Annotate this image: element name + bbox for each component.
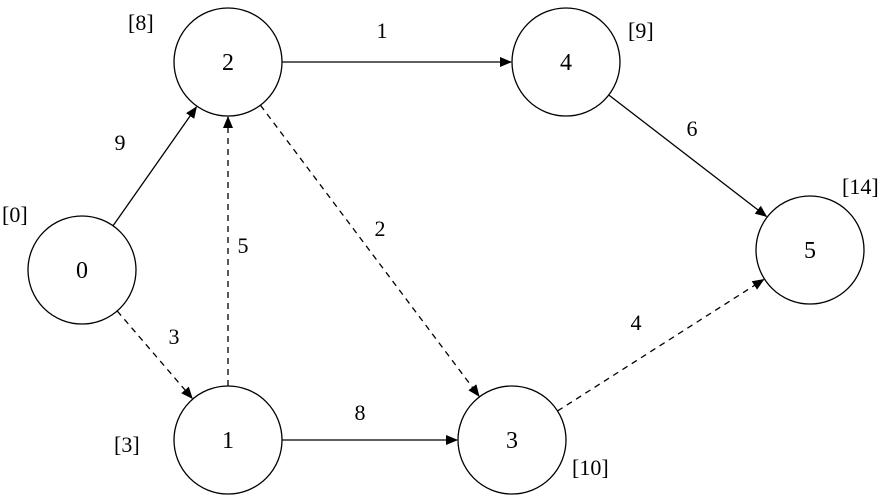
edge-weight-2-4: 1 (377, 18, 388, 43)
node-annotation-2: [8] (128, 10, 154, 35)
node-4: 4 (511, 7, 621, 117)
edge-0-2 (112, 106, 197, 227)
edge-0-1 (116, 310, 193, 400)
edge-2-3 (259, 104, 480, 397)
node-0: 0 (27, 215, 137, 325)
node-circle-0 (27, 215, 137, 325)
node-label-3: 3 (506, 428, 518, 454)
edge-weight-3-5: 4 (631, 310, 642, 335)
node-5: 5 (755, 195, 865, 305)
edge-weight-1-2: 5 (238, 233, 249, 258)
edge-3-5 (557, 279, 765, 412)
node-label-1: 1 (222, 428, 234, 454)
labels-layer: 9 3 5 8 1 2 6 4 [0] [3] [8] [10] [9] [14] (2, 10, 879, 480)
node-circle-5 (755, 195, 865, 305)
node-3: 3 (457, 385, 567, 495)
edge-4-5 (608, 94, 768, 218)
node-label-2: 2 (222, 50, 234, 76)
node-label-4: 4 (560, 50, 572, 76)
node-annotation-3: [10] (572, 455, 609, 480)
edge-weight-1-3: 8 (355, 400, 366, 425)
node-circle-4 (511, 7, 621, 117)
edge-weight-4-5: 6 (687, 116, 698, 141)
node-annotation-5: [14] (842, 174, 879, 199)
edge-weight-2-3: 2 (375, 216, 386, 241)
node-circle-2 (173, 7, 283, 117)
node-1: 1 (173, 385, 283, 495)
nodes-layer: 0 1 2 3 4 5 (27, 7, 865, 495)
node-label-0: 0 (76, 258, 88, 284)
node-circle-1 (173, 385, 283, 495)
edges-layer (112, 57, 768, 445)
node-annotation-1: [3] (114, 432, 140, 457)
node-label-5: 5 (804, 238, 816, 264)
node-2: 2 (173, 7, 283, 117)
node-circle-3 (457, 385, 567, 495)
node-annotation-0: [0] (2, 202, 28, 227)
node-annotation-4: [9] (628, 18, 654, 43)
edge-weight-0-1: 3 (169, 324, 180, 349)
edge-weight-0-2: 9 (115, 130, 126, 155)
